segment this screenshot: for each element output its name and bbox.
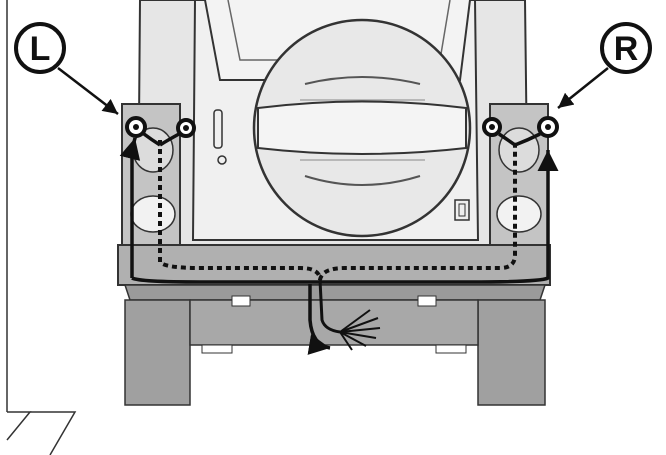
wiring-harness-dotted — [158, 140, 517, 334]
bare-wire-bundle-icon — [339, 309, 381, 351]
callout-right-label: R — [614, 30, 639, 68]
callout-left-label: L — [30, 30, 51, 68]
ground-lines — [6, 0, 77, 455]
right-connector-inner — [482, 117, 502, 137]
rear-bumper — [117, 244, 551, 406]
callout-right: R — [557, 22, 652, 109]
wiring-harness-solid — [119, 137, 559, 355]
left-connector-outer — [142, 118, 196, 147]
right-connector-outer — [498, 116, 559, 147]
left-connector-inner — [125, 116, 147, 138]
callout-left: L — [14, 22, 119, 115]
spare-wheel — [252, 18, 472, 238]
